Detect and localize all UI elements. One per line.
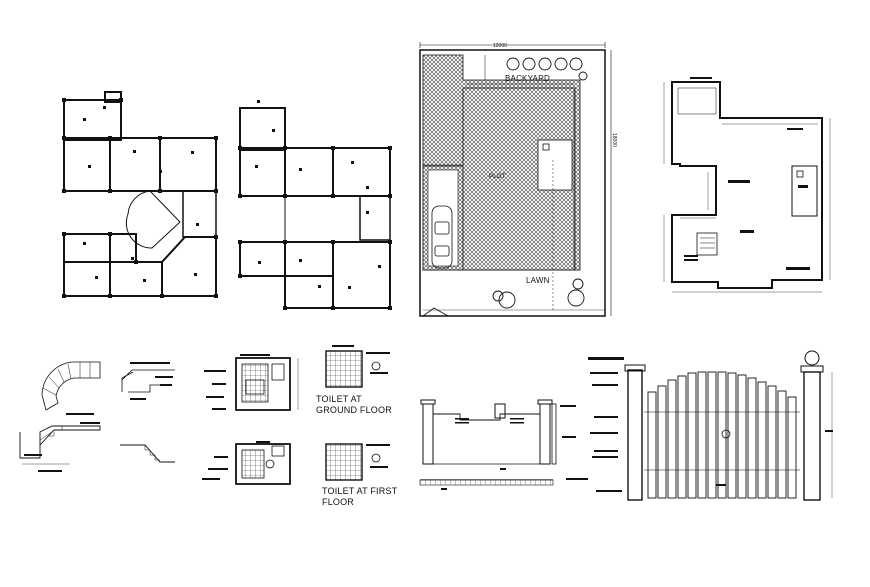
- toilet-first-floor-title-line1: TOILET AT FIRST: [322, 486, 398, 496]
- plot-label: PLOT: [489, 174, 506, 180]
- stair-details: [19, 361, 175, 472]
- site-height-dimension: 18000: [611, 133, 617, 147]
- floor-plan-two: [238, 100, 392, 310]
- boundary-wall-elevation: [419, 399, 588, 490]
- site-plan: 12000 18000: [419, 42, 617, 317]
- toilet-ground-floor-title-line1: TOILET AT: [316, 394, 362, 404]
- toilet-ground-floor-title-line2: GROUND FLOOR: [316, 405, 392, 415]
- tree-icon: [492, 57, 588, 309]
- backyard-label: BACKYARD: [505, 74, 551, 83]
- gate-elevation: [588, 350, 833, 501]
- lawn-label: LAWN: [526, 276, 550, 285]
- floor-plan-one: [62, 91, 218, 298]
- site-width-dimension: 12000: [493, 43, 507, 49]
- toilet-details: [202, 345, 390, 485]
- dimensioned-floor-plan: [663, 77, 831, 293]
- toilet-first-floor-title-line2: FLOOR: [322, 497, 355, 507]
- car-icon: [431, 205, 453, 269]
